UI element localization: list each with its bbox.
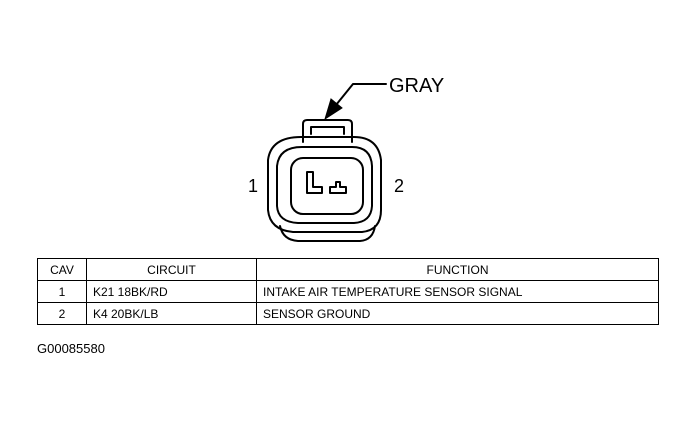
cell-circuit: K4 20BK/LB: [86, 302, 257, 325]
connector-bottom-flange: [279, 225, 376, 242]
header-cav: CAV: [37, 258, 87, 281]
table-row: 2 K4 20BK/LB SENSOR GROUND: [37, 302, 659, 325]
table-row: 1 K21 18BK/RD INTAKE AIR TEMPERATURE SEN…: [37, 280, 659, 303]
connector-color-label: GRAY: [389, 75, 444, 97]
cell-cav: 1: [37, 280, 87, 303]
cell-circuit: K21 18BK/RD: [86, 280, 257, 303]
terminal-1: [306, 171, 323, 194]
cell-cav: 2: [37, 302, 87, 325]
connector-lock-tab: [302, 119, 353, 143]
connector-cavity-face: [290, 157, 364, 215]
connector-shroud: [276, 146, 373, 224]
cavity-label-2: 2: [394, 176, 404, 196]
connector-outer-body: [267, 136, 382, 233]
cell-function: SENSOR GROUND: [256, 302, 659, 325]
gray-label-arrowhead: [324, 98, 343, 121]
gray-label-leader: [335, 83, 387, 106]
connector-lock-tab-inner: [310, 126, 345, 135]
header-function: FUNCTION: [256, 258, 659, 281]
cell-function: INTAKE AIR TEMPERATURE SENSOR SIGNAL: [256, 280, 659, 303]
figure-code: G00085580: [37, 341, 105, 356]
terminal-2: [329, 181, 347, 194]
table-header-row: CAV CIRCUIT FUNCTION: [37, 258, 659, 281]
cavity-label-1: 1: [248, 176, 258, 196]
connector-pinout-table: CAV CIRCUIT FUNCTION 1 K21 18BK/RD INTAK…: [37, 258, 659, 325]
connector-diagram: GRAY 1 2: [248, 75, 444, 242]
header-circuit: CIRCUIT: [86, 258, 257, 281]
